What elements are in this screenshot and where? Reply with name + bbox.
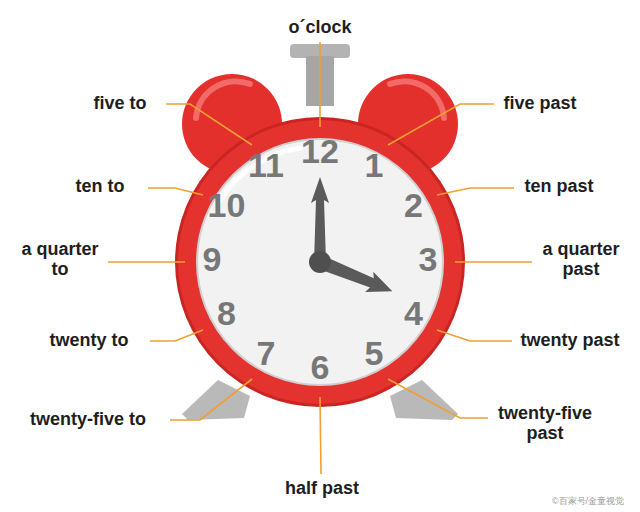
clock-number: 3	[419, 241, 438, 278]
left-foot	[182, 380, 250, 420]
leader-line	[320, 397, 321, 474]
clock-number: 6	[311, 349, 330, 386]
time-label: ten to	[76, 177, 125, 197]
leader-line	[437, 188, 514, 195]
time-label: a quarter past	[536, 240, 626, 280]
leader-line	[108, 261, 185, 263]
clock-number: 1	[365, 148, 384, 185]
hand-pivot	[309, 251, 331, 273]
leader-line	[388, 379, 488, 418]
leader-line	[319, 42, 321, 127]
leader-lines	[108, 42, 532, 474]
time-label: twenty-five to	[30, 410, 146, 430]
clock-number: 11	[248, 148, 284, 185]
leader-line	[455, 261, 532, 263]
time-label: twenty to	[50, 331, 129, 351]
time-label: half past	[285, 479, 359, 499]
time-label: o´clock	[288, 18, 351, 38]
time-label: ten past	[524, 177, 593, 197]
clock-number: 7	[257, 335, 276, 372]
leader-line	[166, 104, 252, 145]
leader-line	[388, 104, 494, 145]
clock-number: 10	[208, 187, 246, 224]
time-label: a quarter to	[15, 240, 105, 280]
right-bell-shine	[390, 81, 444, 118]
time-label: five past	[503, 94, 576, 114]
leader-line	[437, 330, 512, 341]
clock-hands	[309, 177, 396, 301]
leader-line	[170, 379, 252, 420]
clock-number: 8	[217, 295, 236, 332]
clock-number: 9	[203, 241, 222, 278]
time-label: twenty past	[520, 331, 619, 351]
clock-number: 2	[404, 187, 423, 224]
minute-hand	[311, 177, 329, 262]
clock-number: 4	[404, 295, 423, 332]
time-label: five to	[93, 94, 146, 114]
watermark: ©百家号/金童视觉	[552, 497, 624, 507]
leader-line	[150, 330, 203, 341]
clock-number: 5	[365, 335, 384, 372]
clock-face	[197, 139, 443, 385]
clock-rim-shadow	[175, 117, 465, 407]
time-label: twenty-five past	[490, 404, 600, 444]
clock-number: 12	[301, 133, 339, 170]
clock-rim	[178, 120, 462, 404]
leader-line	[148, 188, 203, 195]
